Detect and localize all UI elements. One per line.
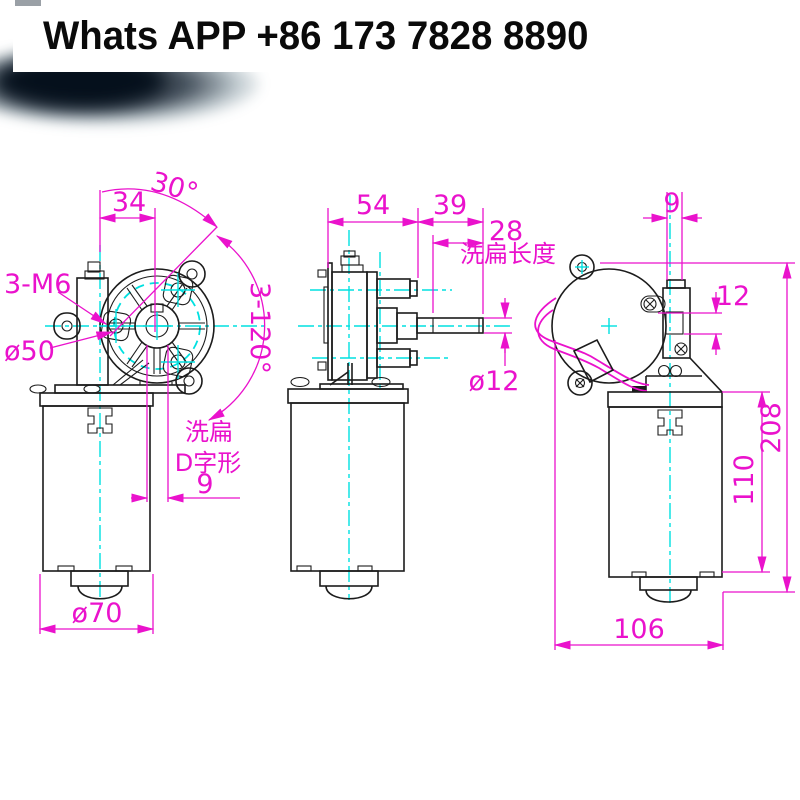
dim-12-label: 12 (716, 281, 750, 312)
bolt-circle (113, 282, 201, 370)
banner-text: Whats APP +86 173 7828 8890 (43, 14, 589, 58)
label-d50: ø50 (4, 336, 55, 367)
terminal-detail (657, 409, 683, 436)
dim-39-label: 39 (433, 190, 467, 221)
dim-110-label: 110 (729, 454, 760, 506)
dim-d12-label: ø12 (469, 366, 520, 397)
front-dimensions: 34 30° 3-M6 ø50 3-120° 洗扁 D字形 9 ø70 (4, 166, 275, 634)
label-flat-length: 洗扁长度 (460, 240, 556, 268)
dim-9-label: 9 (196, 469, 213, 500)
front-view: 34 30° 3-M6 ø50 3-120° 洗扁 D字形 9 ø70 (4, 166, 275, 634)
side-dimensions: 54 39 28 洗扁长度 ø12 (326, 190, 556, 397)
corner-chip (15, 0, 41, 6)
dim-34-label: 34 (112, 187, 146, 218)
dim-30deg-label: 30° (147, 166, 202, 209)
m6-bosses (99, 273, 195, 379)
output-shaft (416, 317, 484, 334)
dim-3-120-label: 3-120° (244, 282, 275, 374)
label-3m6: 3-M6 (4, 269, 71, 300)
dim-d70-label: ø70 (72, 598, 123, 629)
dim-54-label: 54 (356, 190, 390, 221)
motor-front (29, 384, 154, 600)
rear-bracket (632, 357, 723, 393)
dim-208-label: 208 (756, 402, 787, 454)
dim-28-label: 28 (489, 216, 523, 247)
rear-view: 9 12 110 208 106 (534, 188, 795, 650)
dim-9-rear-label: 9 (663, 188, 680, 219)
whatsapp-banner: Whats APP +86 173 7828 8890 (13, 4, 800, 72)
side-view: 54 39 28 洗扁长度 ø12 (287, 190, 556, 600)
wires (534, 297, 650, 392)
connector-block (640, 279, 691, 359)
dim-106-label: 106 (613, 614, 665, 645)
gearbox-side (290, 250, 484, 390)
mount-ears (53, 260, 206, 395)
rear-dimensions: 9 12 110 208 106 (553, 188, 795, 650)
motor-rear (607, 391, 723, 603)
label-flat: 洗扁 (185, 418, 233, 446)
motor-side (287, 388, 409, 600)
wire-plug (572, 338, 615, 384)
label-dshape: D字形 (175, 449, 241, 477)
terminal-detail (87, 407, 113, 434)
